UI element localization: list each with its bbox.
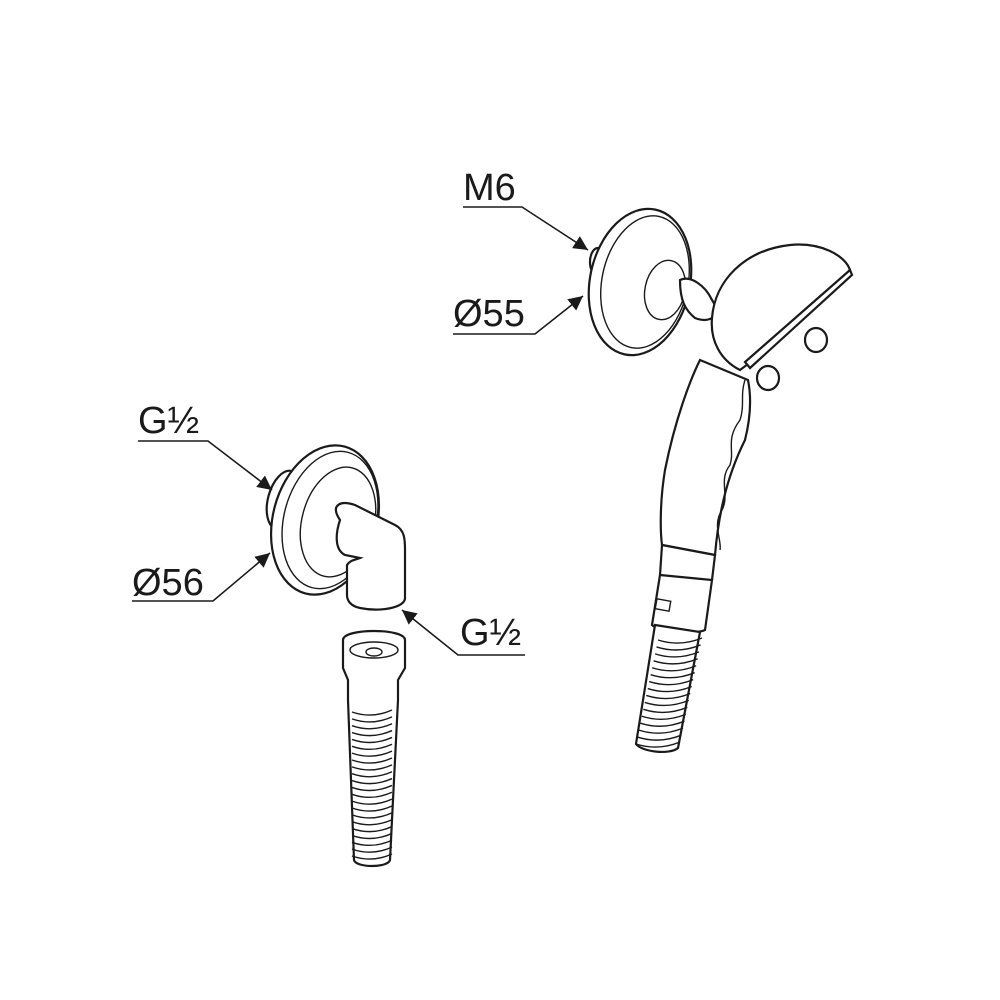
- hose-rib: [656, 644, 701, 651]
- hose-rib: [643, 706, 688, 714]
- hose-rib: [351, 709, 393, 716]
- hose-rib: [351, 812, 393, 819]
- hose-rib: [351, 723, 393, 730]
- hose-rib: [351, 729, 393, 737]
- hose-rib: [647, 685, 692, 693]
- hose-rib: [351, 736, 393, 744]
- hose-rib: [351, 784, 393, 792]
- hose-rib: [351, 839, 393, 846]
- hose-rib: [640, 720, 685, 727]
- hose-rib: [351, 771, 393, 778]
- hose-rib: [351, 819, 393, 826]
- hose-rib: [351, 716, 393, 723]
- hose-rib: [351, 805, 393, 812]
- callout-g-half-left: G½: [138, 400, 273, 491]
- callout-diameter-56: Ø56: [132, 552, 271, 604]
- label-diameter-56: Ø56: [132, 562, 204, 604]
- hose-rib: [644, 699, 690, 707]
- hose-rib: [351, 798, 393, 805]
- hose-rib: [351, 750, 393, 757]
- hose-rib: [351, 825, 393, 833]
- hose-rib: [654, 651, 700, 658]
- callout-m6: M6: [463, 167, 589, 251]
- label-diameter-55: Ø55: [453, 293, 525, 335]
- hose-rib: [351, 757, 393, 764]
- hose-rib: [351, 832, 393, 840]
- hose-rib: [650, 672, 695, 679]
- hose-rib: [635, 741, 681, 748]
- hose-rib: [351, 777, 393, 785]
- callout-diameter-55: Ø55: [453, 293, 584, 335]
- hose-rib: [351, 853, 393, 860]
- hose-rib: [653, 658, 698, 665]
- wall-elbow-connector: [265, 444, 407, 611]
- hose-rib: [641, 713, 687, 720]
- callout-g-half-right: G½: [401, 609, 525, 656]
- hose-rib: [351, 846, 393, 853]
- label-m6: M6: [463, 167, 516, 209]
- flexible-hose-left: [341, 629, 407, 868]
- hose-rib: [648, 678, 694, 686]
- label-g-half-left: G½: [138, 400, 199, 442]
- hose-rib: [351, 743, 393, 750]
- hose-rib: [351, 791, 393, 798]
- shower-holder: [587, 207, 720, 357]
- hose-rib: [657, 637, 703, 644]
- hose-rib: [651, 665, 697, 672]
- hose-rib: [638, 727, 684, 734]
- label-g-half-right: G½: [460, 612, 521, 654]
- hand-shower: [634, 243, 854, 754]
- hose-rib: [351, 764, 393, 771]
- hose-rib: [646, 692, 691, 700]
- hose-rib: [637, 734, 682, 741]
